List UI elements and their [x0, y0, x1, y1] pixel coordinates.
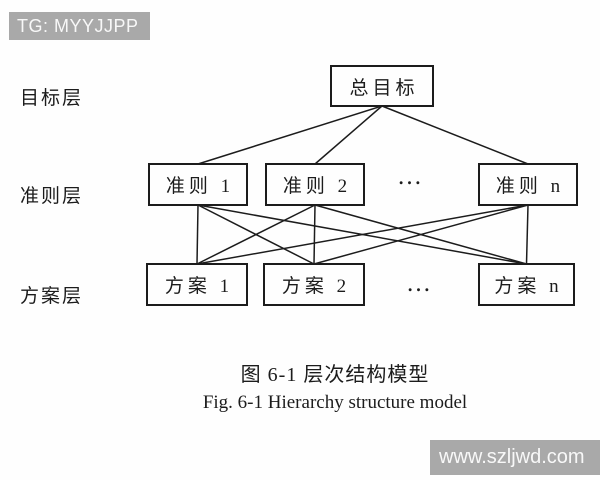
- criterion-1-box: 准则 1: [148, 163, 248, 206]
- criteria-ellipsis: …: [397, 163, 424, 190]
- criterion-2-box: 准则 2: [265, 163, 365, 206]
- watermark-top-left: TG: MYYJJPP: [9, 12, 150, 40]
- criterion-n-box: 准则 n: [478, 163, 578, 206]
- figure-caption-chinese: 图 6-1 层次结构模型: [240, 364, 430, 386]
- scheme-ellipsis: …: [406, 270, 433, 297]
- layer-label-scheme: 方案层: [20, 286, 84, 307]
- goal-box: 总目标: [330, 65, 434, 107]
- scheme-n-box: 方案 n: [478, 263, 575, 306]
- layer-label-goal: 目标层: [20, 88, 84, 109]
- scheme-2-box: 方案 2: [263, 263, 365, 306]
- scheme-1-box: 方案 1: [146, 263, 248, 306]
- layer-label-criteria: 准则层: [20, 186, 84, 207]
- figure-caption-english: Fig. 6-1 Hierarchy structure model: [202, 392, 468, 413]
- watermark-bottom-right: www.szljwd.com: [430, 440, 600, 475]
